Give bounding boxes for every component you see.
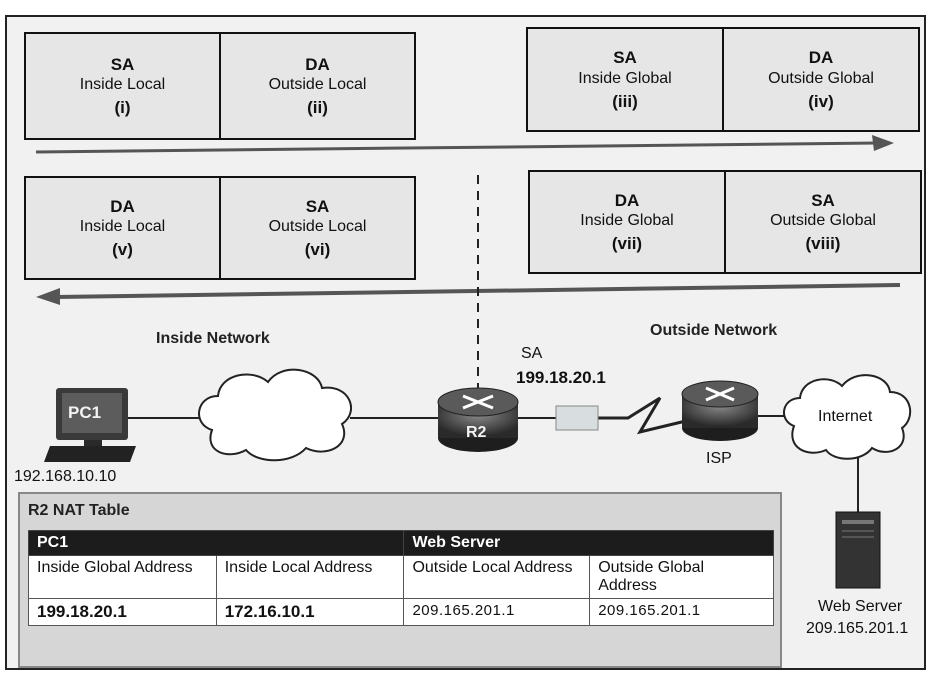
- nat-header-outside-local: Outside Local Address: [403, 555, 591, 599]
- nat-table: PC1 Web Server Inside Global Address Ins…: [27, 530, 774, 626]
- address-role: SA: [110, 54, 135, 74]
- serial-link: [598, 396, 691, 435]
- address-role: SA: [811, 190, 835, 210]
- web-server-label: Web Server: [818, 598, 903, 615]
- address-cell-vii: DA Inside Global (vii): [530, 172, 724, 272]
- address-label: Outside Local: [268, 218, 367, 235]
- packet-sa-ip: 199.18.20.1: [516, 368, 606, 387]
- inbound-arrow: [36, 283, 901, 305]
- address-role: DA: [305, 54, 330, 74]
- nat-header-inside-local: Inside Local Address: [215, 555, 405, 599]
- r2-router-icon: [437, 387, 519, 452]
- address-cell-iv: DA Outside Global (iv): [722, 29, 918, 130]
- isp-router-icon: [681, 380, 759, 441]
- nat-group-pc1: PC1: [27, 530, 405, 556]
- internet-label: Internet: [818, 408, 873, 425]
- address-cell-ii: DA Outside Local (ii): [219, 34, 414, 138]
- nat-table-title: R2 NAT Table: [28, 502, 130, 519]
- address-label: Outside Global: [770, 212, 876, 229]
- web-server-ip: 209.165.201.1: [806, 620, 909, 637]
- address-label: Inside Global: [580, 212, 674, 229]
- pc1-icon: [44, 388, 136, 462]
- address-role: SA: [613, 48, 637, 68]
- address-number: (i): [114, 98, 131, 117]
- inside-cloud-icon: [198, 368, 353, 462]
- address-number: (viii): [805, 234, 841, 253]
- r2-label: R2: [466, 424, 487, 441]
- bottom-left-address-pair: DA Inside Local (v) SA Outside Local (vi…: [24, 176, 416, 280]
- nat-value-inside-local: 172.16.10.1: [215, 598, 405, 626]
- pc1-ip: 192.168.10.10: [14, 468, 117, 485]
- outside-network-label: Outside Network: [650, 322, 778, 339]
- outbound-arrow: [35, 135, 894, 154]
- address-cell-vi: SA Outside Local (vi): [219, 178, 414, 278]
- address-label: Inside Local: [79, 76, 166, 93]
- top-left-address-pair: SA Inside Local (i) DA Outside Local (ii…: [24, 32, 416, 140]
- address-number: (vii): [611, 234, 643, 253]
- address-label: Inside Global: [578, 69, 672, 87]
- inside-network-label: Inside Network: [156, 330, 270, 347]
- web-server-icon: [835, 511, 881, 589]
- address-number: (ii): [307, 98, 328, 117]
- nat-header-outside-global: Outside Global Address: [589, 555, 774, 599]
- address-number: (vi): [304, 240, 331, 259]
- address-cell-viii: SA Outside Global (viii): [724, 172, 920, 272]
- pc1-label: PC1: [68, 403, 102, 422]
- packet-icon: [555, 405, 599, 431]
- nat-value-outside-global: 209.165.201.1: [589, 598, 774, 626]
- address-number: (iii): [612, 91, 638, 111]
- internet-cloud-icon: [783, 374, 911, 460]
- address-number: (iv): [808, 91, 834, 111]
- nat-table-panel: R2 NAT Table PC1 Web Server Inside Globa…: [18, 492, 782, 668]
- packet-sa-label: SA: [521, 345, 543, 362]
- address-cell-i: SA Inside Local (i): [26, 34, 219, 138]
- address-role: DA: [614, 190, 640, 210]
- top-right-address-pair: SA Inside Global (iii) DA Outside Global…: [526, 27, 920, 132]
- address-label: Inside Local: [79, 218, 166, 235]
- address-role: DA: [808, 48, 834, 68]
- address-number: (v): [112, 240, 133, 259]
- address-label: Outside Global: [768, 69, 874, 87]
- address-role: DA: [110, 196, 135, 216]
- nat-header-inside-global: Inside Global Address: [28, 555, 217, 599]
- isp-label: ISP: [706, 450, 732, 467]
- address-cell-iii: SA Inside Global (iii): [528, 29, 722, 130]
- address-label: Outside Local: [268, 76, 367, 93]
- address-cell-v: DA Inside Local (v): [26, 178, 219, 278]
- bottom-right-address-pair: DA Inside Global (vii) SA Outside Global…: [528, 170, 922, 274]
- address-role: SA: [305, 196, 330, 216]
- nat-group-web-server: Web Server: [403, 530, 774, 556]
- nat-value-outside-local: 209.165.201.1: [403, 598, 591, 626]
- nat-value-inside-global: 199.18.20.1: [28, 598, 217, 626]
